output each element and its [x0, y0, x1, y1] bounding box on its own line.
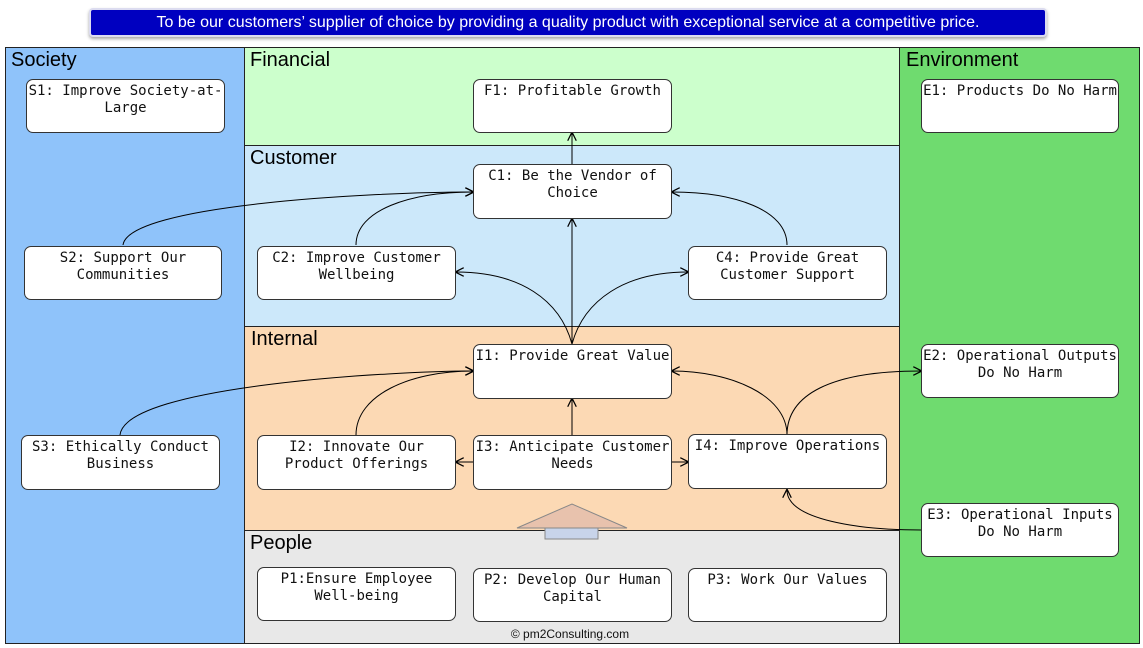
- customer-title: Customer: [250, 147, 337, 169]
- connector-i1-c2: [456, 272, 573, 345]
- objective-i3: I3: Anticipate Customer Needs: [473, 435, 672, 490]
- foundation-arrow: [516, 503, 628, 540]
- objective-i4: I4: Improve Operations: [688, 434, 887, 489]
- society-title: Society: [11, 49, 77, 71]
- objective-e2: E2: Operational Outputs Do No Harm: [921, 344, 1119, 398]
- connector-c2-c1: [355, 192, 473, 246]
- environment-title: Environment: [906, 49, 1019, 71]
- objective-p2: P2: Develop Our Human Capital: [473, 568, 672, 622]
- internal-title: Internal: [251, 328, 318, 350]
- objective-e3: E3: Operational Inputs Do No Harm: [921, 503, 1119, 557]
- objective-p1: P1:Ensure Employee Well-being: [257, 567, 456, 621]
- objective-p3: P3: Work Our Values: [688, 568, 887, 622]
- connector-i4-i1: [672, 371, 788, 436]
- objective-s3: S3: Ethically Conduct Business: [21, 435, 220, 490]
- objective-f1: F1: Profitable Growth: [473, 79, 672, 133]
- mission-banner: To be our customers’ supplier of choice …: [89, 8, 1047, 37]
- objective-s2: S2: Support Our Communities: [24, 246, 222, 300]
- connector-c4-c1: [672, 192, 788, 246]
- financial-title: Financial: [250, 49, 331, 71]
- people-title: People: [250, 532, 313, 554]
- objective-i1: I1: Provide Great Value: [473, 344, 672, 399]
- connector-i2-i1: [355, 371, 473, 436]
- society-band: [5, 47, 245, 644]
- connector-e3-i4: [787, 490, 922, 531]
- objective-c1: C1: Be the Vendor of Choice: [473, 164, 672, 219]
- objective-i2: I2: Innovate Our Product Offerings: [257, 435, 456, 490]
- objective-c4: C4: Provide Great Customer Support: [688, 246, 887, 300]
- objective-s1: S1: Improve Society-at-Large: [26, 79, 225, 133]
- objective-e1: E1: Products Do No Harm: [921, 79, 1119, 133]
- connector-s3-i1: [119, 371, 473, 436]
- connector-i1-c4: [571, 272, 688, 345]
- connector-i4-e2: [786, 371, 921, 436]
- objective-c2: C2: Improve Customer Wellbeing: [257, 246, 456, 300]
- connector-s2-c1: [122, 192, 473, 246]
- copyright-notice: © pm2Consulting.com: [510, 627, 630, 641]
